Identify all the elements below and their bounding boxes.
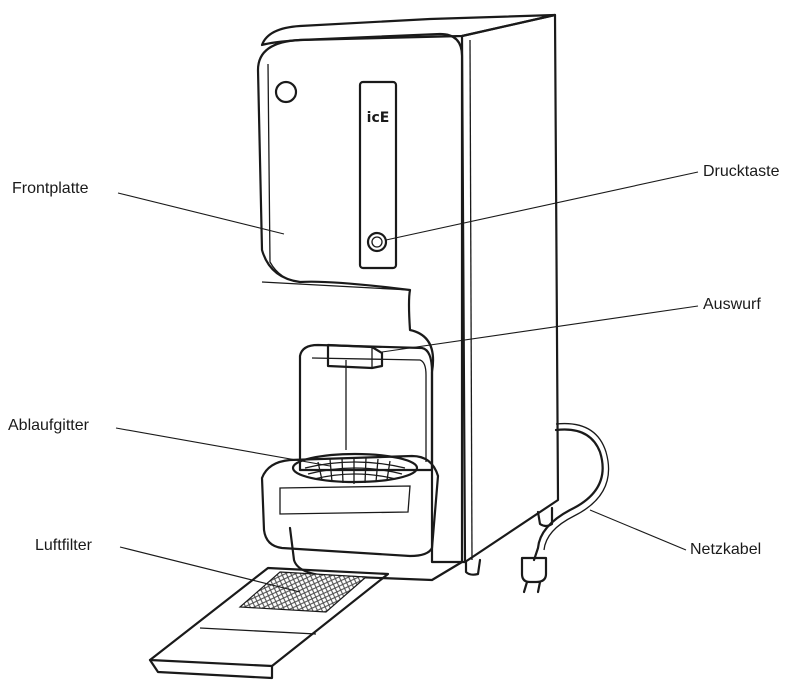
leader-netzkabel — [589, 509, 687, 551]
drip-grille — [291, 452, 419, 484]
power-cord-outline — [543, 422, 610, 551]
label-ablaufgitter: Ablaufgitter — [8, 417, 89, 434]
label-netzkabel: Netzkabel — [690, 541, 762, 558]
logo-text: icE — [367, 110, 390, 126]
machine-base — [288, 526, 467, 582]
front-divider — [261, 281, 411, 291]
side-panel-edge — [469, 39, 473, 561]
plug-pin-1 — [522, 580, 529, 594]
leader-luftfilter — [119, 546, 301, 593]
drip-tray-front — [279, 485, 411, 515]
alcove-inner — [311, 357, 427, 462]
leader-auswurf — [381, 305, 699, 353]
plug-icon — [520, 556, 548, 584]
leader-frontplatte — [117, 192, 285, 235]
leader-ablaufgitter — [115, 427, 331, 467]
push-button-icon — [366, 231, 388, 253]
ice-ejector — [326, 343, 384, 370]
air-filter-mesh — [238, 571, 368, 613]
top-face — [260, 13, 557, 47]
label-frontplatte: Frontplatte — [12, 180, 89, 197]
air-filter-fold — [199, 627, 317, 635]
base-foot-right — [536, 506, 554, 528]
button-plate — [358, 80, 398, 270]
label-auswurf: Auswurf — [703, 296, 761, 313]
air-filter-tab — [148, 658, 274, 680]
push-button-inner — [371, 236, 383, 248]
label-luftfilter: Luftfilter — [35, 537, 92, 554]
side-panel — [460, 13, 560, 564]
front-panel-inner — [267, 63, 301, 283]
drip-grille-slots — [304, 457, 406, 484]
label-drucktaste: Drucktaste — [703, 163, 780, 180]
power-cord — [532, 428, 604, 562]
base-foot-left — [464, 558, 482, 576]
emblem-icon — [274, 80, 298, 104]
leader-drucktaste — [385, 171, 699, 241]
dispense-alcove — [298, 343, 434, 472]
plug-pin-2 — [536, 580, 542, 594]
drip-tray-housing — [260, 454, 440, 558]
